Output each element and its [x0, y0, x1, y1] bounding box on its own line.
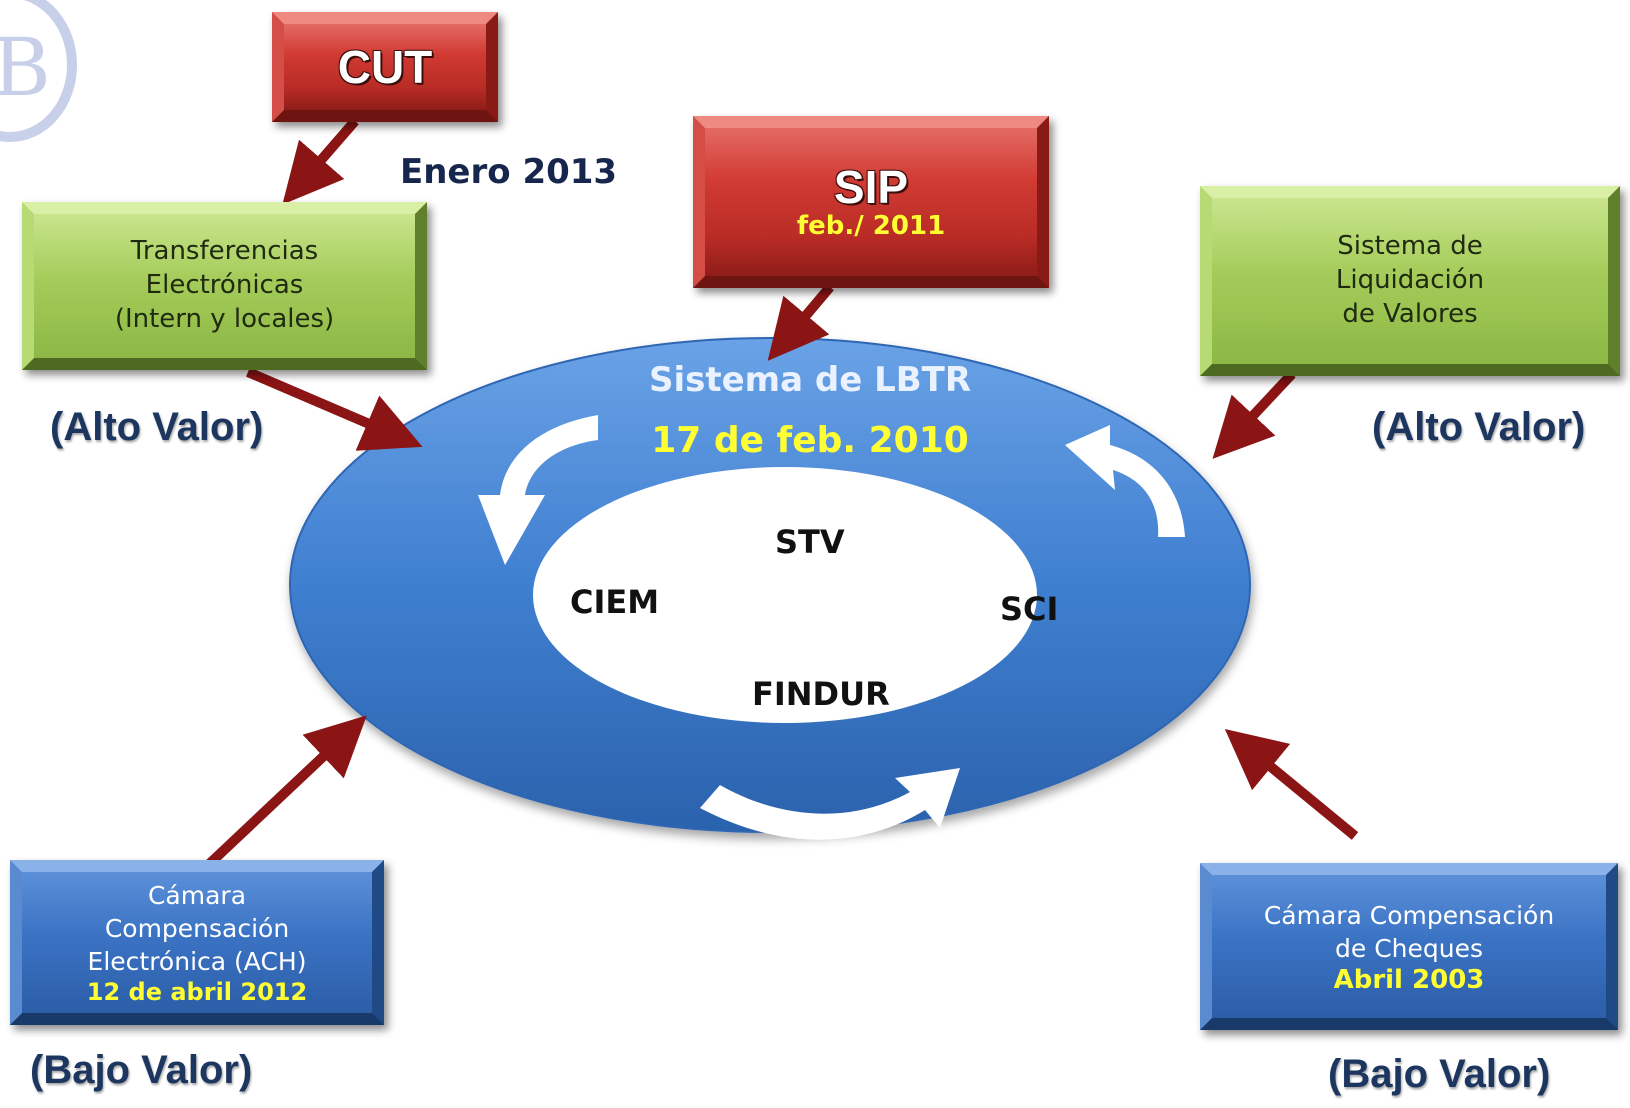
- ring-title: Sistema de LBTR: [648, 360, 972, 400]
- cycle-arrow-bottom: [700, 768, 960, 840]
- sip-label: SIP: [833, 160, 909, 213]
- cut-label: CUT: [337, 41, 433, 93]
- sip-box: SIP feb./ 2011: [693, 116, 1049, 288]
- arrow-liquidacion-to-ring: [1212, 370, 1296, 459]
- ach-date: 12 de abril 2012: [86, 978, 308, 1006]
- cheques-line-2: de Cheques: [1335, 933, 1483, 963]
- ach-box: Cámara Compensación Electrónica (ACH) 12…: [10, 860, 384, 1025]
- ach-line-2: Compensación: [104, 914, 290, 943]
- svg-text:B: B: [0, 21, 51, 114]
- liquidacion-line-1: Sistema de: [1337, 231, 1483, 262]
- cheques-line-1: Cámara Compensación: [1263, 900, 1555, 930]
- cheques-date: Abril 2003: [1333, 964, 1485, 995]
- inner-label-ciem: CIEM: [570, 583, 660, 621]
- transferencias-line-1: Transferencias: [130, 236, 319, 267]
- inner-label-findur: FINDUR: [752, 675, 890, 713]
- bajo-valor-left-label: (Bajo Valor): [30, 1048, 253, 1092]
- cycle-arrows: [478, 415, 1185, 840]
- cheques-box: Cámara Compensación de Cheques Abril 200…: [1200, 863, 1618, 1030]
- alto-valor-left-label: (Alto Valor): [50, 405, 264, 449]
- cycle-arrow-top-left: [478, 415, 598, 565]
- arrow-cheques-to-ring: [1224, 728, 1359, 840]
- inner-label-stv: STV: [775, 523, 845, 561]
- enero-date-label: Enero 2013: [400, 152, 618, 192]
- arrow-sip-to-ring: [767, 283, 834, 361]
- transferencias-line-3: (Intern y locales): [114, 303, 335, 334]
- inner-label-sci: SCI: [1000, 590, 1059, 628]
- ring-date: 17 de feb. 2010: [651, 420, 969, 461]
- ring-inner-ellipse: [533, 467, 1037, 723]
- ach-line-3: Electrónica (ACH): [87, 947, 307, 976]
- cut-box: CUT: [272, 12, 498, 122]
- alto-valor-right-label: (Alto Valor): [1372, 405, 1586, 449]
- transferencias-box: Transferencias Electrónicas (Intern y lo…: [22, 202, 427, 370]
- logo-watermark: B: [0, 0, 77, 142]
- sip-date: feb./ 2011: [796, 211, 946, 242]
- ach-line-1: Cámara: [147, 881, 247, 910]
- cycle-arrow-top-right: [1065, 425, 1185, 537]
- connector-arrows: [201, 117, 1359, 872]
- liquidacion-line-2: Liquidación: [1335, 265, 1485, 296]
- transferencias-line-2: Electrónicas: [145, 270, 304, 301]
- arrow-ach-to-ring: [201, 715, 367, 872]
- liquidacion-line-3: de Valores: [1342, 298, 1478, 329]
- arrow-transferencias-to-ring: [246, 367, 423, 451]
- liquidacion-box: Sistema de Liquidación de Valores: [1200, 186, 1620, 376]
- bajo-valor-right-label: (Bajo Valor): [1328, 1052, 1551, 1096]
- arrow-cut-to-transferencias: [282, 117, 359, 205]
